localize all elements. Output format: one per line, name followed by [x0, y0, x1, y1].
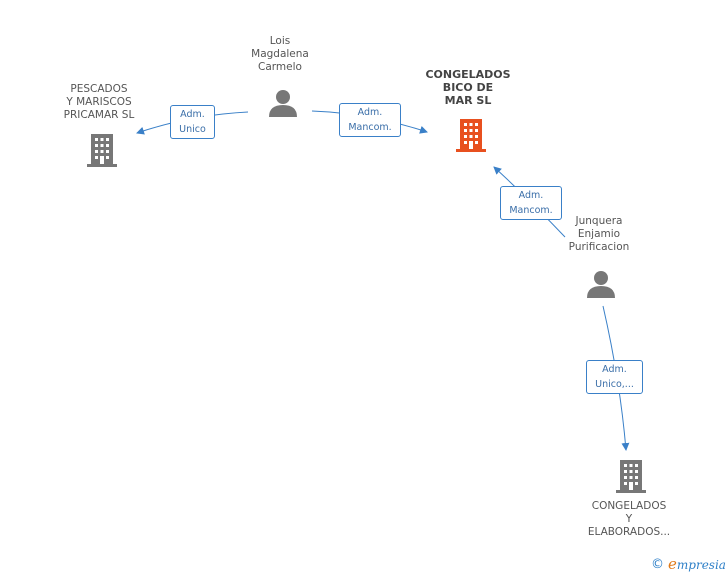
building-icon[interactable]	[86, 134, 118, 168]
empresia-logo[interactable]: empresia	[668, 555, 726, 573]
company-label-congelados-elaborados[interactable]: CONGELADOS Y ELABORADOS...	[587, 500, 671, 538]
empresia-footer[interactable]: © empresia	[651, 554, 726, 574]
edge-badge-adm-unico[interactable]: Adm. Unico,...	[586, 360, 643, 394]
building-icon[interactable]	[615, 460, 647, 494]
building-icon-focus[interactable]	[455, 119, 487, 153]
copyright-icon: ©	[651, 556, 664, 572]
person-label-junquera[interactable]: Junquera Enjamio Purificacion	[568, 215, 630, 253]
edge-badge-adm-unico[interactable]: Adm. Unico	[170, 105, 215, 139]
person-icon[interactable]	[586, 270, 616, 300]
person-icon[interactable]	[268, 89, 298, 119]
company-label-pescados[interactable]: PESCADOS Y MARISCOS PRICAMAR SL	[63, 83, 135, 121]
person-label-lois[interactable]: Lois Magdalena Carmelo	[251, 35, 309, 73]
company-label-congelados-bico[interactable]: CONGELADOS BICO DE MAR SL	[425, 68, 511, 107]
edge-badge-adm-mancom[interactable]: Adm. Mancom.	[339, 103, 401, 137]
edge-badge-adm-mancom[interactable]: Adm. Mancom.	[500, 186, 562, 220]
